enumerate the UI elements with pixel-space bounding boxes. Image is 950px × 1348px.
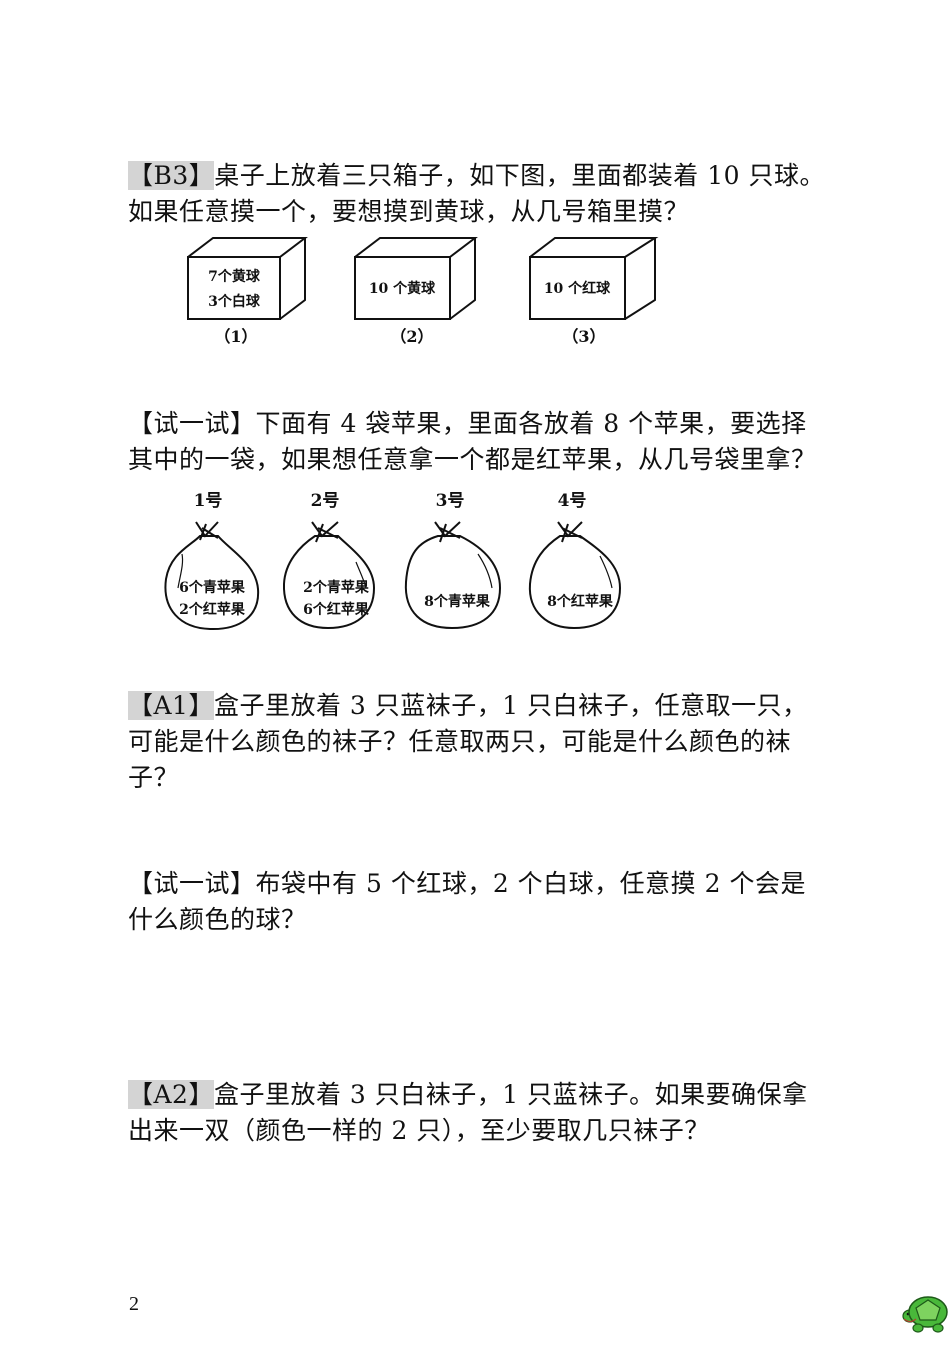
box-3-number: （3） xyxy=(562,327,605,346)
box-2-number: （2） xyxy=(390,327,433,346)
boxes-figure: 7个黄球 3个白球 10 个黄球 10 个红球 （1） （2） （3） xyxy=(180,232,670,350)
box-2-line1: 10 个黄球 xyxy=(369,280,436,297)
question-tag: 【A2】 xyxy=(128,1080,214,1109)
bag-2-label: 2号 xyxy=(311,491,340,511)
question-b3: 【B3】桌子上放着三只箱子，如下图，里面都装着 10 只球。如果任意摸一个，要想… xyxy=(128,158,828,230)
box-3-line1: 10 个红球 xyxy=(544,280,611,297)
bag-2-line1: 2个青苹果 xyxy=(303,579,370,596)
question-a2: 【A2】盒子里放着 3 只白袜子，1 只蓝袜子。如果要确保拿出来一双（颜色一样的… xyxy=(128,1077,828,1149)
bag-1-label: 1号 xyxy=(194,491,223,511)
bag-2-line2: 6个红苹果 xyxy=(303,601,370,618)
bag-1-line2: 2个红苹果 xyxy=(179,601,246,618)
try-text: 下面有 4 袋苹果，里面各放着 8 个苹果，要选择其中的一袋，如果想任意拿一个都… xyxy=(128,409,817,474)
page-number: 2 xyxy=(129,1293,139,1315)
question-tag: 【B3】 xyxy=(128,161,215,190)
bag-4-label: 4号 xyxy=(558,491,587,511)
bag-3-label: 3号 xyxy=(436,491,465,511)
box-1-line1: 7个黄球 xyxy=(208,268,261,285)
box-1-line2: 3个白球 xyxy=(208,293,261,310)
question-a1: 【A1】盒子里放着 3 只蓝袜子，1 只白袜子，任意取一只，可能是什么颜色的袜子… xyxy=(128,688,828,796)
question-text: 盒子里放着 3 只蓝袜子，1 只白袜子，任意取一只，可能是什么颜色的袜子？任意取… xyxy=(128,691,808,792)
try-text: 布袋中有 5 个红球，2 个白球，任意摸 2 个会是什么颜色的球？ xyxy=(128,869,806,934)
turtle-icon xyxy=(900,1288,950,1340)
bag-3-line1: 8个青苹果 xyxy=(424,593,491,610)
try-it-2: 【试一试】布袋中有 5 个红球，2 个白球，任意摸 2 个会是什么颜色的球？ xyxy=(128,866,828,938)
question-tag: 【A1】 xyxy=(128,691,214,720)
try-tag: 【试一试】 xyxy=(128,409,256,438)
bags-figure: 1号 2号 3号 4号 6个青苹果 2个红苹果 2个青苹果 xyxy=(160,484,640,634)
try-tag: 【试一试】 xyxy=(128,869,256,898)
box-1-number: （1） xyxy=(214,327,257,346)
try-it-1: 【试一试】下面有 4 袋苹果，里面各放着 8 个苹果，要选择其中的一袋，如果想任… xyxy=(128,406,828,478)
question-text: 盒子里放着 3 只白袜子，1 只蓝袜子。如果要确保拿出来一双（颜色一样的 2 只… xyxy=(128,1080,808,1145)
question-text: 桌子上放着三只箱子，如下图，里面都装着 10 只球。如果任意摸一个，要想摸到黄球… xyxy=(128,161,825,226)
bag-4-line1: 8个红苹果 xyxy=(547,593,614,610)
bag-1-line1: 6个青苹果 xyxy=(179,579,246,596)
